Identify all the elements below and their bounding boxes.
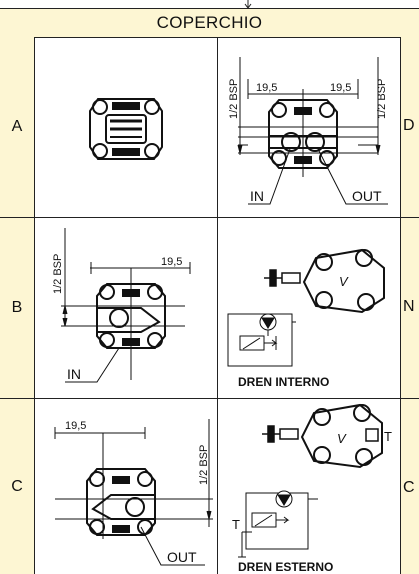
grid-line [0,398,419,399]
label-t-top: T [384,429,392,444]
dim-bsp-c: 1/2 BSP [198,445,210,485]
table-header: COPERCHIO [0,8,419,38]
valve-v-c: V [337,431,347,446]
row-label-c: C [0,399,35,574]
dim-195-c: 19,5 [65,420,86,432]
dim-bsp-b: 1/2 BSP [52,254,64,294]
row-right-label-c: C [400,399,419,574]
grid-line [0,217,419,218]
label-in-b: IN [67,366,81,382]
row-right-label-d: D [400,37,419,217]
dim-195-left: 19,5 [256,82,277,94]
cover-dimension-view-b: 1/2 BSP 19,5 IN [52,228,191,383]
grid-line [217,37,218,574]
row-right-label-n: N [400,218,419,398]
row-label-a: A [0,37,35,217]
cover-dimension-view-a: 19,5 19,5 1/2 BSP 1/2 BSP IN OUT [228,57,388,205]
dim-195-right: 19,5 [330,82,351,94]
caption-dren-esterno: DREN ESTERNO [238,560,333,574]
label-t-bottom: T [232,517,240,532]
caption-dren-interno: DREN INTERNO [238,375,329,389]
schematic-dren-esterno: V T T DREN ESTERNO [232,403,392,574]
dim-bsp-right: 1/2 BSP [376,79,388,119]
cover-view-a [89,98,163,160]
dim-bsp-left: 1/2 BSP [228,79,240,119]
label-out: OUT [352,188,382,204]
valve-v-b: V [339,274,349,289]
schematic-dren-interno: V DREN INTERNO [227,248,385,389]
label-out-c: OUT [167,549,197,565]
cover-dimension-view-c: 19,5 1/2 BSP OUT [54,419,213,566]
row-label-b: B [0,218,35,398]
label-in: IN [250,188,264,204]
dim-195-b: 19,5 [161,256,182,268]
